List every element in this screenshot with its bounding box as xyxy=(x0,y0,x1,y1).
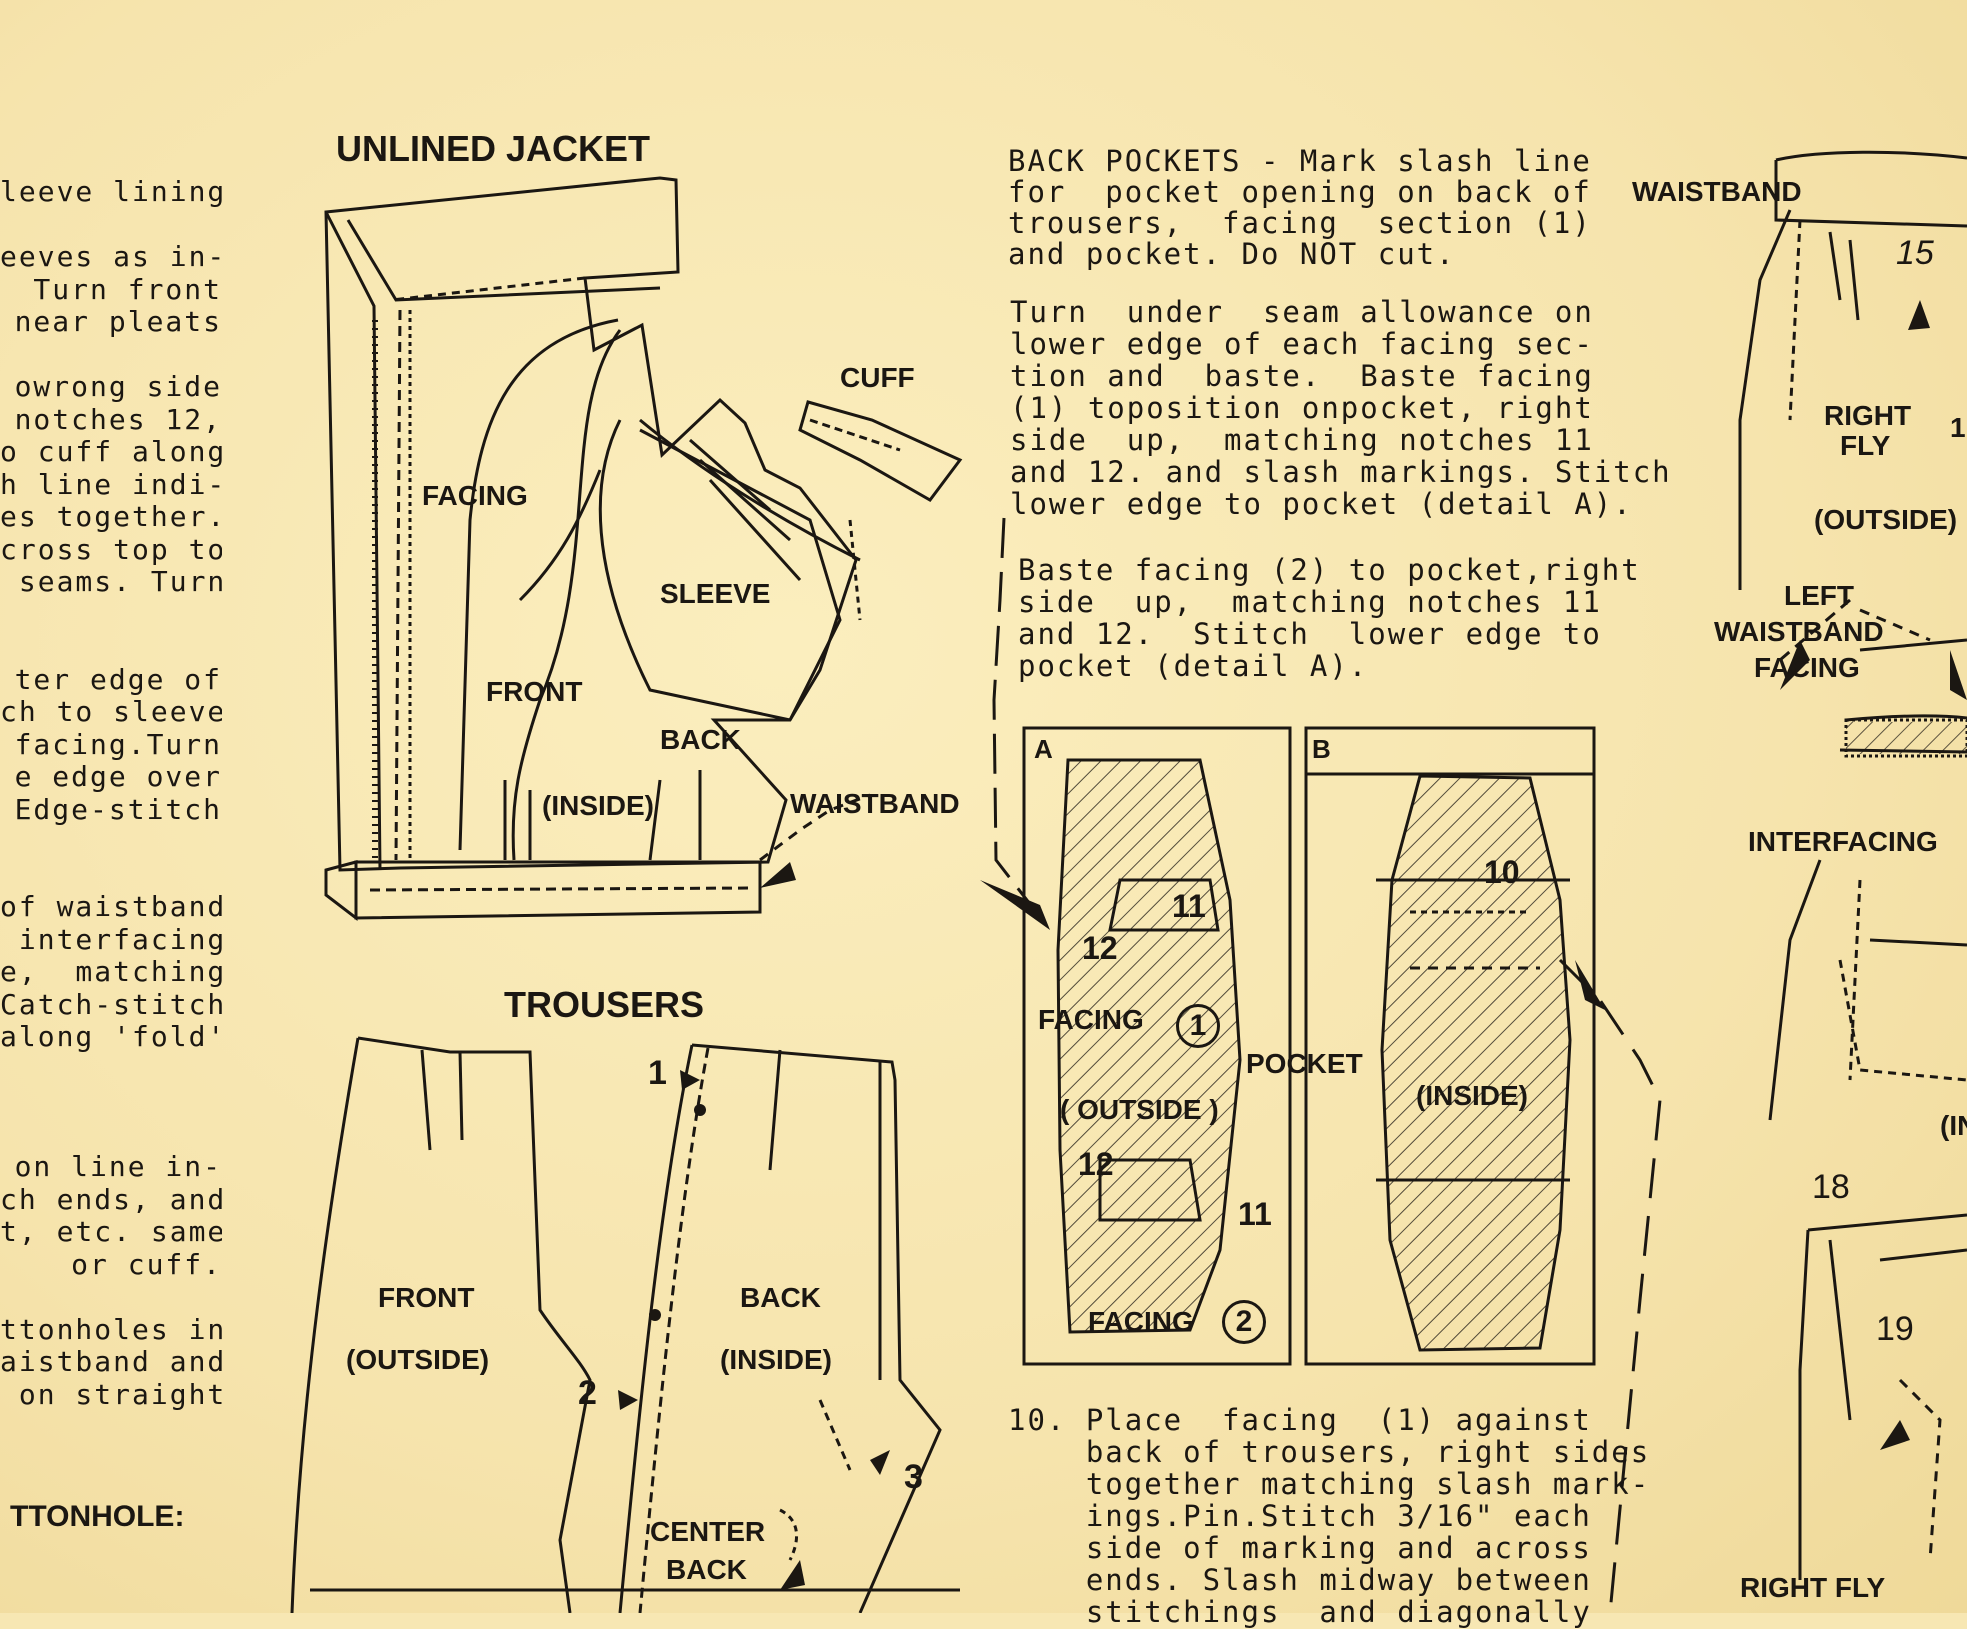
jacket-label-front: FRONT xyxy=(486,676,583,707)
arrow-detail-a xyxy=(980,880,1050,930)
left-instruction-line: cross top to xyxy=(0,532,222,566)
trousers-notch-2: 2 xyxy=(578,1374,597,1412)
left-instruction-line: ch to sleeve, xyxy=(0,695,222,728)
instructions-back-pockets: BACK POCKETS - Mark slash line for pocke… xyxy=(1008,144,1592,271)
detail-a-hatch xyxy=(1058,760,1240,1332)
right-panel-drawing xyxy=(1738,150,1967,1580)
left-instruction-line: o cuff along xyxy=(0,435,222,468)
right-label-interfacing: INTERFACING xyxy=(1748,826,1938,857)
left-instruction-line: h line indi- xyxy=(0,467,222,501)
left-instruction-line: along 'fold' xyxy=(0,1020,222,1053)
left-instruction-line: on straight xyxy=(0,1377,222,1411)
left-instruction-line: Edge-stitch xyxy=(14,792,222,826)
right-notch-18: 18 xyxy=(1812,1168,1850,1206)
left-instruction-line: near pleats xyxy=(14,305,222,338)
detail-a-notch-11a: 11 xyxy=(1172,888,1206,924)
instructions-step-10: 10. Place facing (1) against back of tro… xyxy=(1008,1403,1651,1629)
detail-a-notch-11b: 11 xyxy=(1238,1196,1272,1232)
right-label-waistband: WAISTBAND xyxy=(1632,176,1802,207)
right-partial-1: 1 xyxy=(1950,412,1966,443)
left-instruction-line: or cuff. xyxy=(71,1247,222,1281)
arrow-detail-b xyxy=(1575,960,1605,1010)
left-instruction-line: ttonholes in xyxy=(0,1312,222,1346)
right-partial-in: (IN xyxy=(1940,1110,1967,1141)
right-label-waistband-2: WAISTBAND xyxy=(1714,616,1884,647)
detail-a-frame xyxy=(1022,726,1292,1366)
buttonhole-heading: TTONHOLE: xyxy=(10,1500,185,1533)
detail-a-outside: ( OUTSIDE ) xyxy=(1060,1094,1219,1125)
jacket-label-waistband: WAISTBAND xyxy=(790,788,960,819)
trousers-title: TROUSERS xyxy=(504,984,705,1025)
left-instruction-line: eeves as in- xyxy=(0,240,222,273)
left-instruction-line: t, etc. same xyxy=(0,1215,222,1248)
trousers-notch-3: 3 xyxy=(904,1458,923,1496)
trousers-notch-1: 1 xyxy=(648,1054,667,1092)
trousers-label-front: FRONT xyxy=(378,1282,475,1313)
right-label-left: LEFT xyxy=(1784,580,1854,611)
left-instruction-line: leeve lining xyxy=(0,175,222,208)
trousers-drawing xyxy=(290,1036,960,1613)
detail-a-circle-1: 1 xyxy=(1176,1004,1220,1048)
left-instruction-line: ter edge of xyxy=(14,662,222,696)
left-instruction-line: facing.Turn xyxy=(14,727,222,761)
jacket-label-back: BACK xyxy=(660,724,741,755)
jacket-drawing xyxy=(324,176,963,922)
jacket-title: UNLINED JACKET xyxy=(336,128,651,169)
left-instruction-line: ch ends, and xyxy=(0,1182,222,1216)
pocket-label: POCKET xyxy=(1246,1048,1363,1079)
right-label-right: RIGHT xyxy=(1824,400,1912,431)
arrow-waistband xyxy=(760,862,796,888)
left-instruction-line: e, matching xyxy=(0,955,222,988)
detail-a-notch-12b: 12 xyxy=(1078,1146,1114,1182)
left-instruction-line: on line in- xyxy=(14,1150,222,1183)
jacket-label-sleeve: SLEEVE xyxy=(660,578,771,609)
left-instruction-line: notches 12, xyxy=(14,402,222,436)
left-instruction-line: owrong side xyxy=(14,370,222,403)
trousers-label-center-back: BACK xyxy=(666,1554,747,1585)
detail-b-frame xyxy=(1304,726,1596,1366)
right-notch-15: 15 xyxy=(1896,234,1934,272)
trousers-label-inside: (INSIDE) xyxy=(720,1344,832,1375)
left-instruction-line: Catch-stitch xyxy=(0,987,222,1021)
detail-a-facing-1: FACING xyxy=(1038,1004,1144,1035)
right-label-outside: (OUTSIDE) xyxy=(1814,504,1958,535)
detail-a-facing-2: FACING xyxy=(1088,1306,1194,1337)
jacket-label-facing: FACING xyxy=(422,480,528,511)
detail-b-letter: B xyxy=(1312,734,1331,764)
left-instruction-line: e edge over xyxy=(14,760,222,793)
detail-a-notch-12a: 12 xyxy=(1082,930,1118,966)
detail-b-hatch xyxy=(1382,776,1570,1350)
jacket-label-cuff: CUFF xyxy=(840,362,915,393)
detail-b-notch-10: 10 xyxy=(1484,854,1520,890)
left-instruction-line: of waistband xyxy=(0,890,222,923)
left-instruction-line: es together. xyxy=(0,500,222,533)
left-instruction-line: interfacing xyxy=(0,922,222,956)
right-label-facing: FACING xyxy=(1754,652,1860,683)
detail-a-letter: A xyxy=(1034,734,1053,764)
detail-a-circle-2: 2 xyxy=(1222,1300,1266,1344)
trousers-label-center: CENTER xyxy=(650,1516,766,1547)
left-instruction-line: Turn front xyxy=(14,272,222,306)
trousers-label-outside: (OUTSIDE) xyxy=(346,1344,490,1375)
instructions-baste-facing: Baste facing (2) to pocket,right side up… xyxy=(1018,553,1641,683)
instructions-turn-under: Turn under seam allowance on lower edge … xyxy=(1010,295,1672,521)
right-label-fly: FLY xyxy=(1840,430,1891,461)
right-label-right-fly: RIGHT FLY xyxy=(1740,1572,1886,1603)
left-instruction-line: aistband and xyxy=(0,1345,222,1378)
right-notch-19: 19 xyxy=(1876,1310,1914,1348)
detail-b-inside: (INSIDE) xyxy=(1416,1080,1528,1111)
left-instruction-line: seams. Turn xyxy=(0,565,222,598)
trousers-label-back: BACK xyxy=(740,1282,821,1313)
jacket-label-inside: (INSIDE) xyxy=(542,790,654,821)
